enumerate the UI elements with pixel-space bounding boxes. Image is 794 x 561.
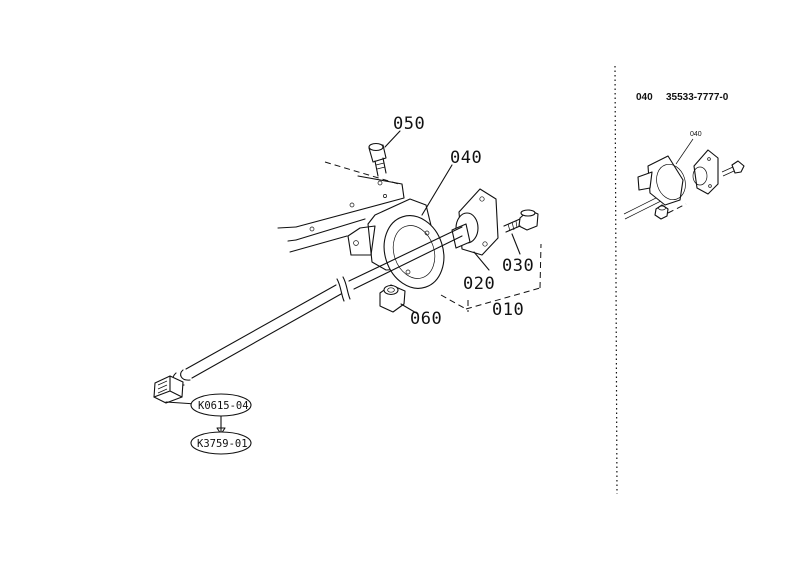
sensor-rod [185, 226, 463, 379]
connector-code-lower: K3759-01 [190, 431, 252, 455]
ref-part-no: 040 [636, 92, 653, 103]
bracket-040 [347, 164, 453, 289]
frame-rail [277, 161, 405, 253]
connector-plug [153, 369, 197, 405]
assembly-group-010 [440, 243, 542, 312]
sender-unit-020 [451, 188, 499, 271]
connector-code-upper: K0615-04 [190, 393, 252, 417]
svg-text:K3759-01: K3759-01 [197, 438, 248, 450]
panel-divider [614, 65, 618, 495]
callout-030: 030 [502, 256, 534, 276]
svg-text:K0615-04: K0615-04 [198, 400, 249, 412]
ref-part-code: 35533-7777-0 [666, 92, 729, 103]
callout-050: 050 [393, 114, 425, 134]
nut-060 [379, 284, 419, 315]
code-arrow-head [216, 427, 226, 435]
callout-060: 060 [410, 309, 442, 329]
bolt-050 [368, 130, 401, 177]
ref-mini-callout: 040 [690, 131, 702, 138]
ref-mini-assembly: 040 [623, 131, 745, 220]
callout-040: 040 [450, 148, 482, 168]
screw-030 [503, 209, 539, 255]
callout-010: 010 [492, 300, 524, 320]
callout-020: 020 [463, 274, 495, 294]
